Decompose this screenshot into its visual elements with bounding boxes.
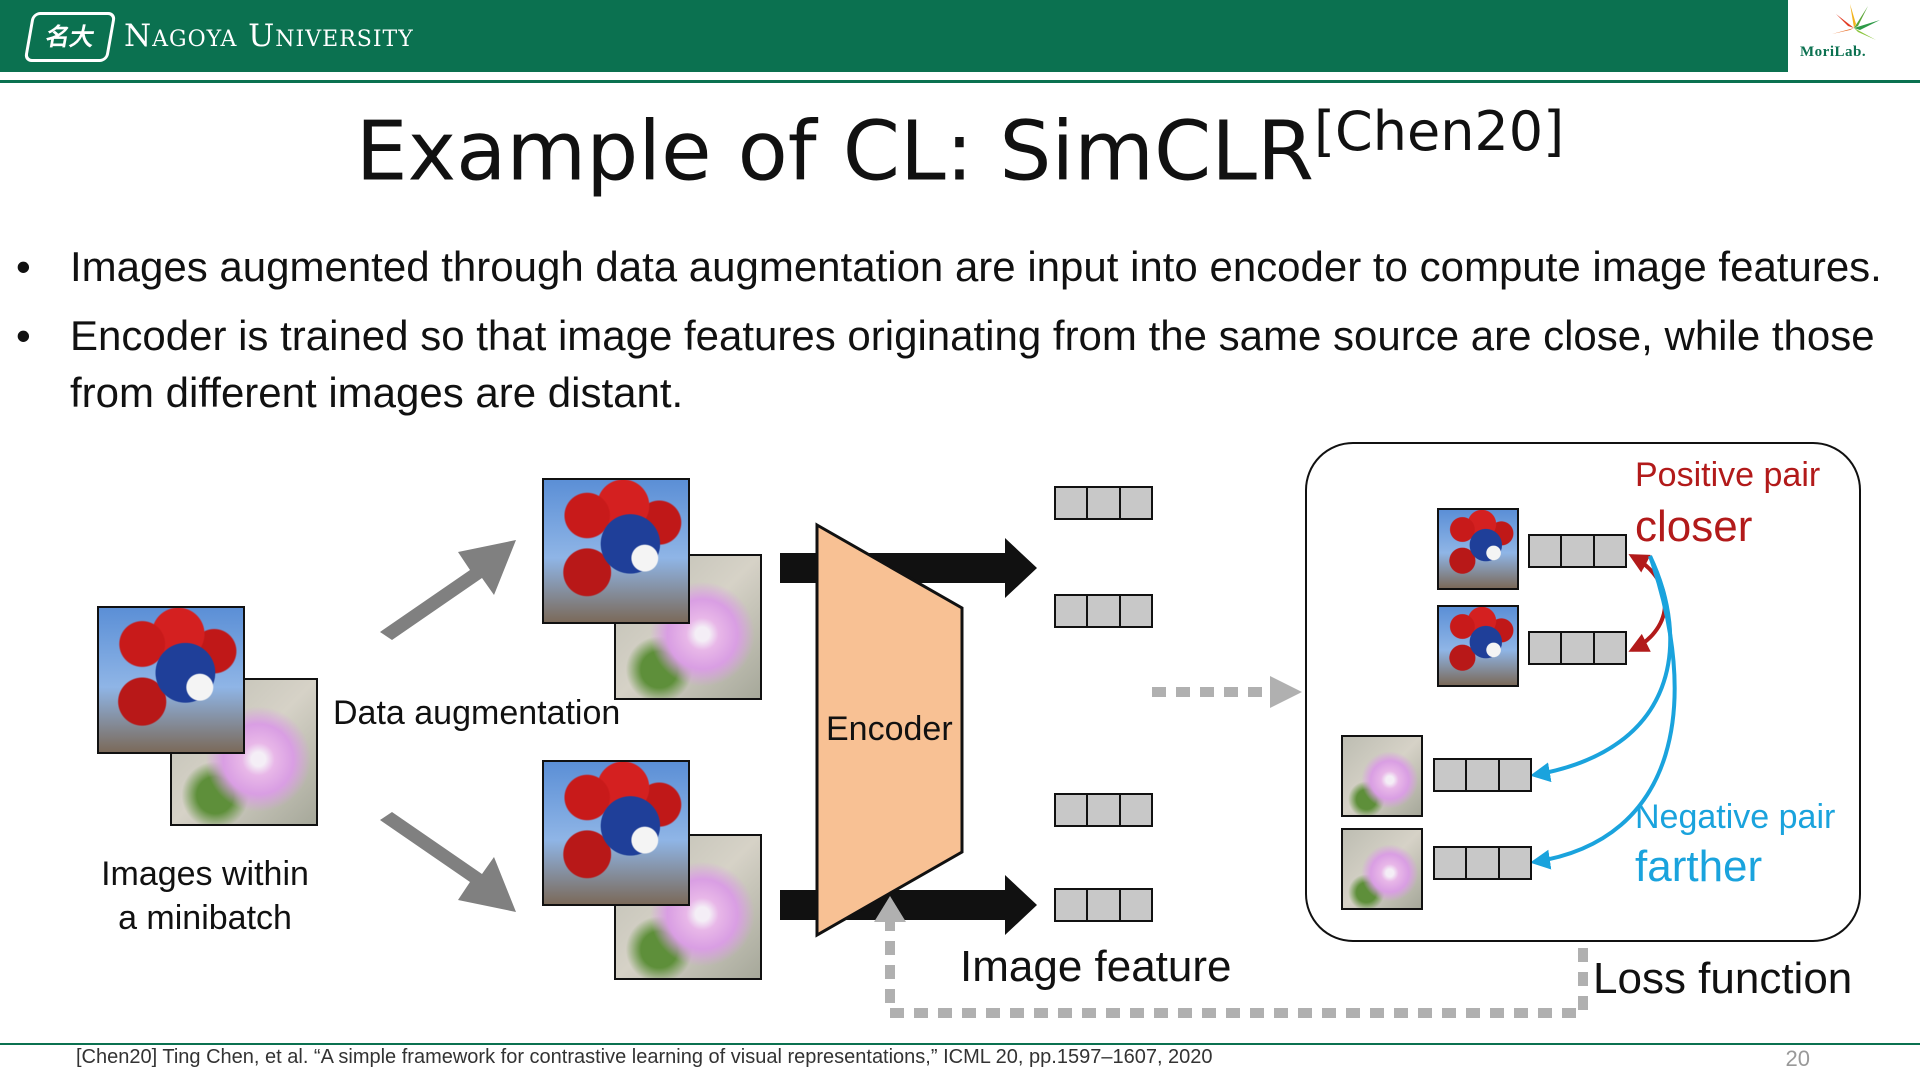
feature-vector xyxy=(1054,594,1153,628)
minibatch-label-line1: Images within xyxy=(101,855,309,893)
negative-pair-label: Negative pair xyxy=(1635,798,1836,836)
morilab-text: MoriLab. xyxy=(1800,44,1867,60)
morilab-sunburst-icon xyxy=(1832,4,1880,40)
title-citation: [Chen20] xyxy=(1313,100,1565,163)
negative-pair-arrow-2 xyxy=(1530,555,1677,870)
augmentation-label: Data augmentation xyxy=(333,694,621,732)
minibatch-label-line2: a minibatch xyxy=(118,899,292,937)
page-number: 20 xyxy=(1785,1046,1810,1071)
loss-mascot-photo-1 xyxy=(1437,508,1519,590)
loss-flower-photo-1 xyxy=(1341,735,1423,817)
feature-vector xyxy=(1054,486,1153,520)
feature-vector xyxy=(1054,888,1153,922)
positive-pair-label: Positive pair xyxy=(1635,456,1821,494)
loss-function-label: Loss function xyxy=(1593,954,1853,1003)
loss-feature-vector xyxy=(1528,534,1627,568)
image-feature-label: Image feature xyxy=(960,942,1232,991)
loss-feature-vector xyxy=(1433,846,1532,880)
footer-citation: [Chen20] Ting Chen, et al. “A simple fra… xyxy=(76,1046,1213,1068)
bullet-text: Encoder is trained so that image feature… xyxy=(70,312,1875,416)
loss-flower-photo-2 xyxy=(1341,828,1423,910)
title-main: Example of CL: SimCLR xyxy=(355,104,1314,200)
augmentation-arrow-down-icon xyxy=(380,812,516,912)
negative-pair-arrow-1 xyxy=(1530,555,1673,783)
minibatch-mascot-photo xyxy=(97,606,245,754)
loss-feature-vector xyxy=(1433,758,1532,792)
feature-vector xyxy=(1054,793,1153,827)
augmented-mascot-photo-bottom xyxy=(542,760,690,906)
feedback-dashed-path xyxy=(885,920,1588,1018)
morilab-logo: MoriLab. xyxy=(1788,0,1920,72)
loss-mascot-photo-2 xyxy=(1437,605,1519,687)
encoder-label: Encoder xyxy=(826,710,953,748)
loss-function-box xyxy=(1305,442,1861,942)
farther-label: farther xyxy=(1635,842,1763,891)
minibatch-label: Images within a minibatch xyxy=(98,852,312,940)
augmented-mascot-photo-top xyxy=(542,478,690,624)
loss-feature-vector xyxy=(1528,631,1627,665)
bullet-item: • Images augmented through data augmenta… xyxy=(16,238,1886,295)
bullet-list: • Images augmented through data augmenta… xyxy=(16,238,1886,433)
dashed-arrowhead-icon xyxy=(1270,676,1302,708)
slide-title: Example of CL: SimCLR[Chen20] xyxy=(0,100,1920,200)
bullet-text: Images augmented through data augmentati… xyxy=(70,243,1882,290)
footer-divider xyxy=(0,1043,1920,1045)
feedback-arrowhead-icon xyxy=(874,896,906,922)
bullet-dot-icon: • xyxy=(16,312,31,359)
closer-label: closer xyxy=(1635,502,1753,551)
bullet-dot-icon: • xyxy=(16,243,31,290)
university-name: Nagoya University xyxy=(124,18,414,54)
bullet-item: • Encoder is trained so that image featu… xyxy=(16,307,1886,421)
header-bar: 名大 Nagoya University MoriLab. xyxy=(0,0,1920,72)
augmentation-arrow-up-icon xyxy=(380,540,516,640)
header-divider xyxy=(0,80,1920,83)
encoder-block xyxy=(815,522,964,938)
